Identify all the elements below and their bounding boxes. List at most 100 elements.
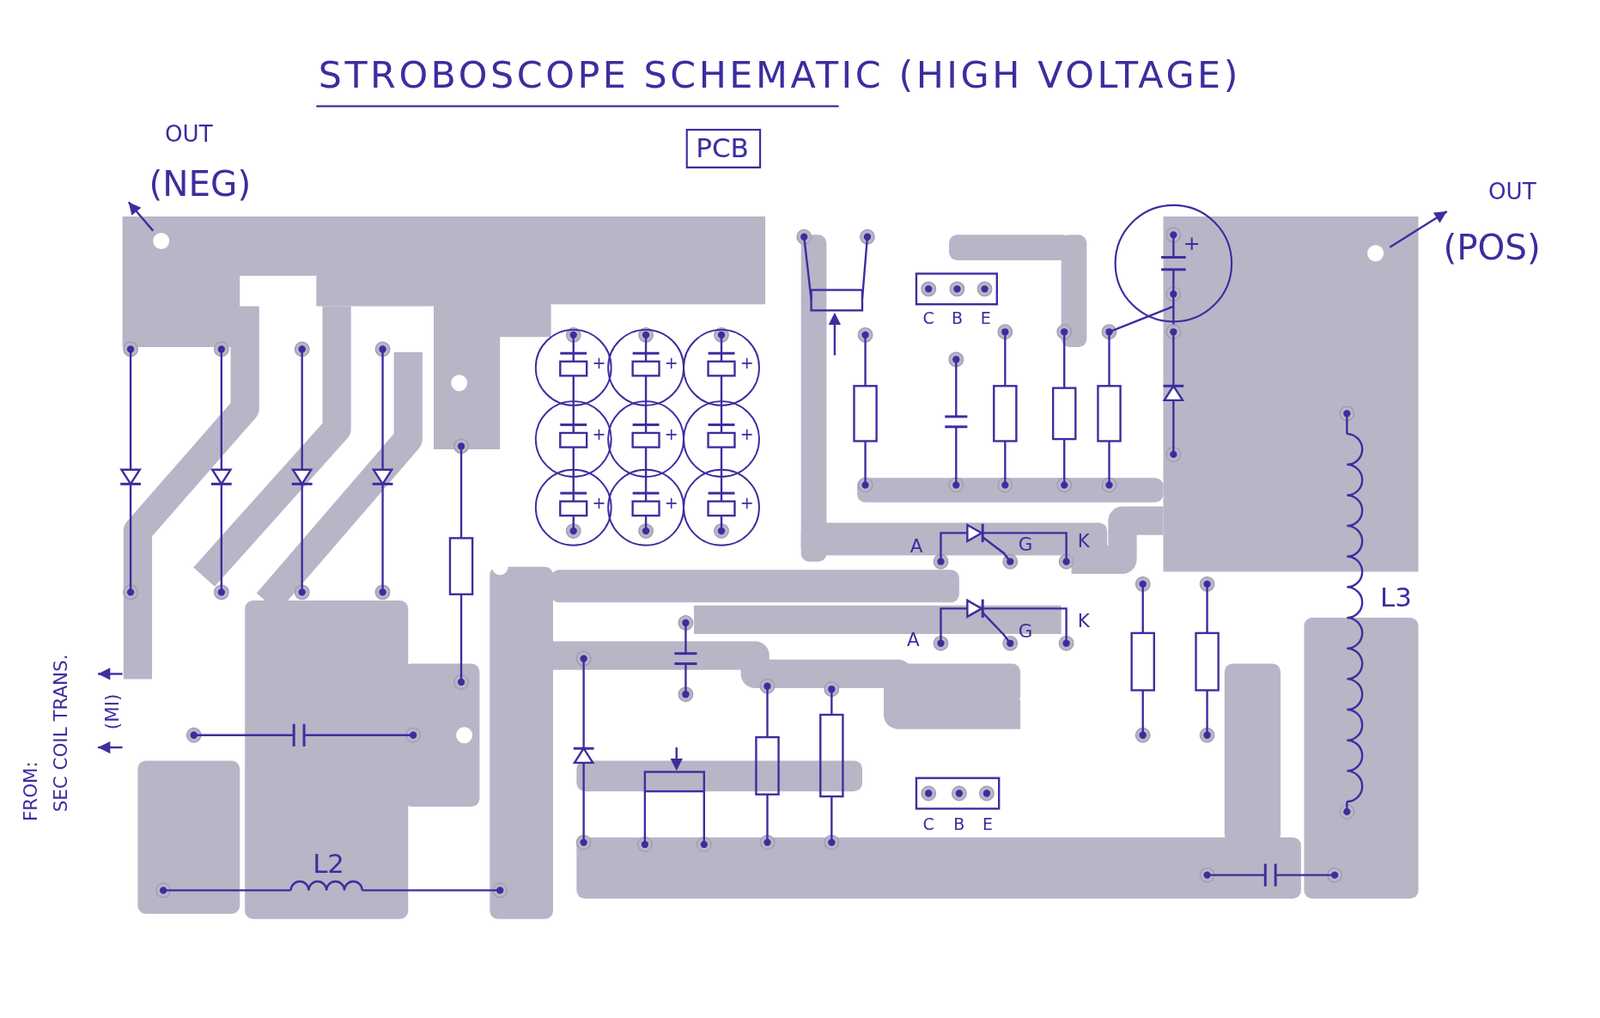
mounting-hole — [1367, 244, 1384, 262]
pcb-label: A — [906, 631, 920, 650]
pad-dot — [924, 789, 932, 797]
resistor-symbol — [1196, 632, 1219, 691]
pcb-label: L2 — [312, 850, 345, 877]
copper-pour — [244, 600, 408, 919]
capacitor-outline — [683, 401, 760, 477]
wire — [1107, 440, 1110, 485]
wire — [1107, 331, 1110, 386]
wire — [1172, 269, 1175, 295]
capacitor-plate — [632, 492, 660, 495]
pcb-label: B — [951, 310, 963, 327]
wire — [766, 794, 768, 843]
wire — [1003, 331, 1006, 386]
capacitor-body — [708, 432, 736, 448]
mounting-hole — [456, 726, 473, 743]
capacitor-body — [559, 501, 587, 517]
resistor-symbol — [1097, 385, 1120, 441]
copper-pour — [949, 234, 1072, 261]
copper-pour — [402, 663, 480, 807]
wire — [1109, 306, 1175, 333]
diode-symbol — [574, 748, 593, 763]
copper-layer — [122, 216, 1419, 919]
wire — [982, 612, 1010, 644]
pcb-label: + — [740, 355, 755, 372]
copper-pour — [1061, 234, 1088, 347]
copper-pour — [801, 523, 1108, 556]
wire — [982, 536, 1010, 562]
pcb-label: SEC COIL TRANS. — [52, 654, 71, 813]
capacitor-plate — [674, 651, 697, 655]
wire — [684, 622, 687, 654]
pcb-label: + — [591, 494, 606, 512]
wire — [803, 237, 811, 300]
thyristor-bar — [981, 523, 985, 542]
copper-trace — [137, 306, 245, 680]
transistor-outline — [916, 273, 998, 305]
pad-dot — [953, 285, 961, 293]
capacitor-body — [559, 361, 587, 377]
pcb-label: G — [1018, 621, 1034, 640]
resistor-symbol — [820, 714, 843, 797]
copper-pour — [1162, 216, 1418, 572]
copper-pour — [857, 477, 1163, 503]
wire — [863, 440, 866, 485]
solder-pad — [921, 281, 937, 297]
wire — [1205, 689, 1208, 735]
thyristor-symbol — [967, 524, 982, 542]
copper-trace — [1071, 520, 1164, 560]
diode-bar — [292, 482, 313, 486]
capacitor-plate — [559, 352, 587, 355]
copper-pour — [801, 234, 828, 561]
diode-symbol — [292, 469, 311, 485]
title-underline — [316, 104, 839, 107]
capacitor-plate — [632, 423, 660, 426]
wire — [128, 201, 154, 231]
pcb-label: L3 — [1380, 584, 1412, 611]
wire — [830, 688, 833, 715]
copper-trace — [551, 655, 1022, 715]
pad-dot — [980, 285, 988, 293]
copper-pour — [898, 663, 1022, 706]
diagram-title: STROBOSCOPE SCHEMATIC (HIGH VOLTAGE) — [318, 54, 1242, 96]
resistor-symbol — [993, 385, 1016, 441]
copper-pour — [1224, 663, 1281, 843]
capacitor-plate — [1161, 267, 1187, 271]
capacitor-outline — [535, 401, 612, 477]
resistor-symbol — [1052, 388, 1076, 439]
boxed-label: PCB — [685, 128, 761, 169]
resistor-symbol — [755, 736, 779, 795]
pcb-label: K — [1077, 531, 1090, 550]
transistor-outline — [916, 778, 999, 810]
pcb-label: G — [1018, 535, 1034, 554]
wire — [644, 790, 646, 845]
diode-bar — [1162, 384, 1184, 388]
diode-symbol — [212, 469, 231, 485]
potentiometer-symbol — [644, 772, 705, 792]
copper-pour — [122, 216, 767, 450]
pcb-label: + — [1183, 232, 1201, 254]
wire — [1142, 689, 1144, 735]
capacitor-plate — [1274, 863, 1278, 887]
capacitor-outline — [608, 401, 684, 477]
wire — [362, 888, 500, 891]
capacitor-plate — [632, 352, 660, 355]
wire — [194, 734, 294, 737]
pad-dot — [983, 789, 991, 797]
potentiometer-symbol — [811, 290, 863, 311]
capacitor-plate — [708, 492, 736, 495]
capacitor-plate — [1161, 255, 1187, 259]
copper-pour — [576, 837, 1302, 899]
resistor-symbol — [1131, 632, 1155, 691]
wire — [703, 790, 706, 845]
wire — [1142, 584, 1144, 633]
pcb-label: (NEG) — [149, 166, 252, 201]
capacitor-plate — [944, 425, 968, 428]
wire — [1003, 440, 1006, 485]
wire — [1345, 801, 1348, 812]
diode-bar — [120, 482, 141, 486]
capacitor-outline — [608, 469, 684, 546]
pad-dot — [924, 285, 932, 293]
arrow-head — [97, 667, 110, 680]
capacitor-plate — [674, 662, 697, 665]
